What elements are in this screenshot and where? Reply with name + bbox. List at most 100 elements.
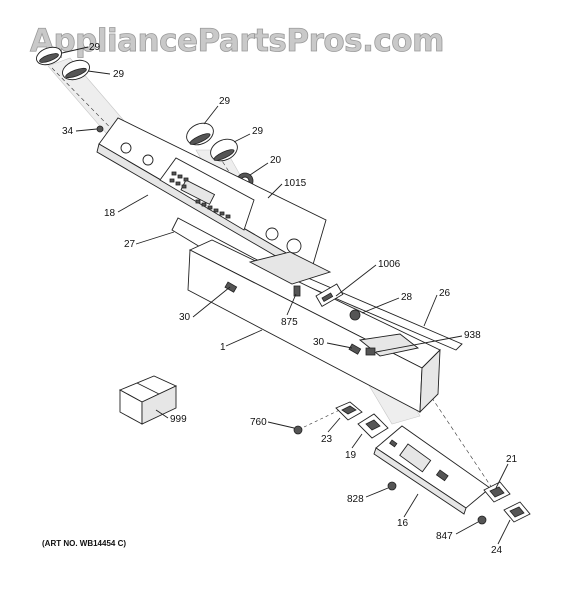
panel-knob-hole — [265, 227, 279, 241]
module-center — [509, 506, 525, 518]
callout-828: 828 — [347, 494, 364, 505]
leader-24 — [497, 519, 511, 545]
box-side — [141, 385, 177, 425]
screw-head — [96, 125, 104, 133]
screw-head — [477, 515, 487, 525]
knob-shadow — [189, 133, 211, 145]
callout-24: 24 — [491, 545, 503, 556]
frame-side — [419, 348, 441, 414]
knob-29-second — [62, 59, 90, 81]
screw-head — [387, 481, 397, 491]
control-board-16 — [373, 425, 491, 515]
key — [213, 208, 219, 213]
leader-18 — [117, 194, 149, 213]
callout-29d: 29 — [252, 126, 264, 137]
key — [219, 211, 225, 216]
callout-1006: 1006 — [378, 259, 401, 270]
callout-21: 21 — [506, 454, 518, 465]
keypad-buttons — [169, 171, 231, 219]
screw-34 — [96, 125, 104, 133]
leader-1 — [225, 329, 263, 347]
module-23 — [335, 401, 363, 421]
knob-shadow — [65, 67, 87, 79]
knob-shadow — [213, 149, 235, 161]
callout-18: 18 — [104, 208, 116, 219]
callout-760: 760 — [250, 417, 267, 428]
leader-26 — [423, 294, 438, 327]
leader-20 — [249, 162, 269, 176]
key — [177, 174, 183, 179]
leader-16 — [403, 493, 419, 518]
key — [181, 184, 187, 189]
clip-875 — [293, 285, 301, 297]
callout-23: 23 — [321, 434, 333, 445]
leader-847 — [455, 521, 479, 535]
key — [169, 178, 175, 183]
panel-knob-hole — [286, 238, 302, 254]
key — [175, 181, 181, 186]
callout-27: 27 — [124, 239, 136, 250]
callout-847: 847 — [436, 531, 453, 542]
callout-1015: 1015 — [284, 178, 307, 189]
explode-line-board — [419, 379, 501, 501]
shaft-part — [349, 309, 361, 321]
leader-21 — [495, 463, 509, 489]
callout-1: 1 — [220, 342, 226, 353]
leader-29d — [233, 133, 251, 143]
module-19 — [357, 413, 389, 439]
module-center — [341, 405, 357, 415]
callout-20: 20 — [270, 155, 282, 166]
knob-29-upper — [186, 122, 214, 146]
module-21 — [483, 481, 511, 503]
shaft-28 — [349, 309, 361, 321]
leader-1015 — [267, 183, 283, 199]
callout-28: 28 — [401, 292, 413, 303]
leader-1006 — [335, 264, 377, 297]
leader-30a — [192, 286, 231, 318]
board-component — [399, 443, 432, 473]
bracket-30-left — [224, 281, 238, 293]
leader-760 — [267, 421, 295, 429]
clip-part — [293, 285, 301, 297]
key — [183, 177, 189, 182]
callout-999: 999 — [170, 414, 187, 425]
key — [171, 171, 177, 176]
leader-828 — [365, 487, 389, 498]
art-number: (ART NO. WB14454 C) — [42, 539, 126, 548]
callout-19: 19 — [345, 450, 357, 461]
bracket-part — [348, 343, 362, 355]
bracket-part — [224, 281, 238, 293]
frame-slot — [248, 251, 332, 285]
knob-29-top-left — [36, 46, 62, 66]
callout-29b: 29 — [113, 69, 125, 80]
board-edge — [373, 447, 467, 515]
key — [201, 202, 207, 207]
callout-26: 26 — [439, 288, 451, 299]
callout-30b: 30 — [313, 337, 325, 348]
clip-part — [365, 347, 376, 356]
board-chip — [435, 469, 449, 482]
screw-head — [293, 425, 303, 435]
screw-828 — [387, 481, 397, 491]
box-tape — [136, 382, 160, 395]
knob-29-lower — [210, 138, 238, 162]
watermark-text: AppliancePartsPros.com — [30, 23, 444, 59]
callout-29a: 29 — [89, 42, 101, 53]
bracket-30-right — [348, 343, 362, 355]
callout-938: 938 — [464, 330, 481, 341]
leader-lines — [61, 46, 511, 545]
panel-knob-hole — [142, 154, 154, 166]
knob-shadow — [39, 53, 59, 63]
clip-938 — [365, 347, 376, 356]
callout-30a: 30 — [179, 312, 191, 323]
key — [225, 214, 231, 219]
board-chip — [389, 439, 398, 448]
key — [207, 205, 213, 210]
leader-19 — [351, 433, 363, 449]
leader-27 — [135, 231, 175, 245]
switch-1006 — [315, 283, 344, 308]
screw-760 — [293, 425, 303, 435]
leader-28 — [361, 297, 400, 314]
key — [195, 199, 201, 204]
leader-23 — [327, 417, 341, 433]
